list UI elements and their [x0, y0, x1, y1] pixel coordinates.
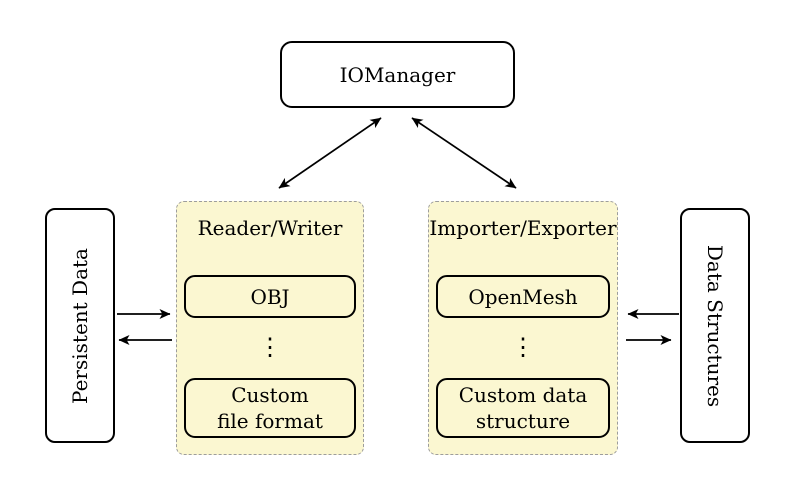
- openmesh-node: OpenMesh: [436, 275, 610, 318]
- arrow-iomanager-readerwriter: [278, 117, 382, 189]
- iomanager-label: IOManager: [339, 62, 456, 87]
- arrow-iomanager-importerexporter: [411, 117, 517, 189]
- obj-label: OBJ: [250, 284, 290, 309]
- importer-exporter-title: Importer/Exporter: [429, 216, 617, 240]
- custom-data-structure-node: Custom data structure: [436, 378, 610, 438]
- reader-writer-panel: Reader/Writer OBJ ⋮ Custom file format: [176, 201, 364, 455]
- custom-file-format-node: Custom file format: [184, 378, 356, 438]
- importer-exporter-panel: Importer/Exporter OpenMesh ⋮ Custom data…: [428, 201, 618, 455]
- persistent-data-label: Persistent Data: [68, 247, 92, 404]
- iomanager-node: IOManager: [280, 41, 515, 108]
- vertical-ellipsis-right: ⋮: [511, 333, 535, 361]
- vertical-ellipsis-left: ⋮: [258, 333, 282, 361]
- persistent-data-node: Persistent Data: [45, 208, 115, 443]
- reader-writer-title: Reader/Writer: [197, 216, 343, 240]
- custom-data-structure-label: Custom data structure: [458, 383, 588, 433]
- obj-node: OBJ: [184, 275, 356, 318]
- data-structures-node: Data Structures: [680, 208, 750, 443]
- data-structures-label: Data Structures: [703, 244, 727, 407]
- openmesh-label: OpenMesh: [468, 284, 578, 309]
- custom-file-format-label: Custom file format: [217, 383, 323, 433]
